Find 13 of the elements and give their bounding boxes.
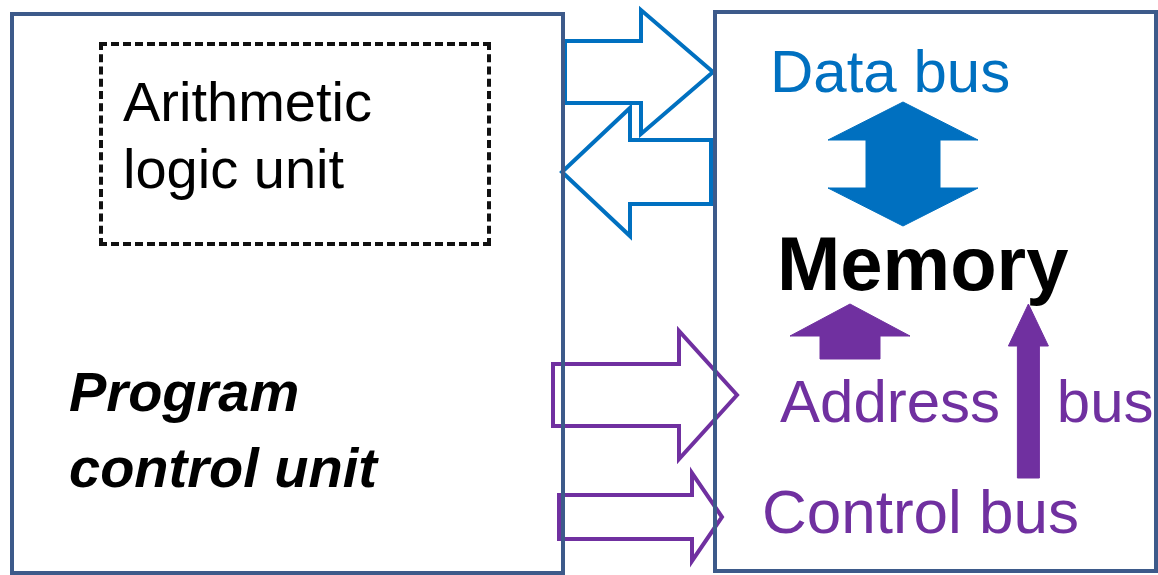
bus-label: Address bus <box>780 372 1154 432</box>
processor-box <box>10 12 565 575</box>
bus-label: Control bus <box>762 481 1080 543</box>
bus-arrow <box>789 303 911 360</box>
bus-arrow <box>827 101 979 227</box>
block-arrow <box>559 103 713 241</box>
block-arrow <box>557 466 725 568</box>
bus-label: Data bus <box>770 42 1011 102</box>
bus-arrow <box>1007 303 1049 479</box>
unit-label: Program control unit <box>69 359 380 501</box>
memory-box <box>713 10 1158 573</box>
alu-box: Arithmetic logic unit <box>99 42 491 246</box>
block-arrow <box>551 325 740 465</box>
